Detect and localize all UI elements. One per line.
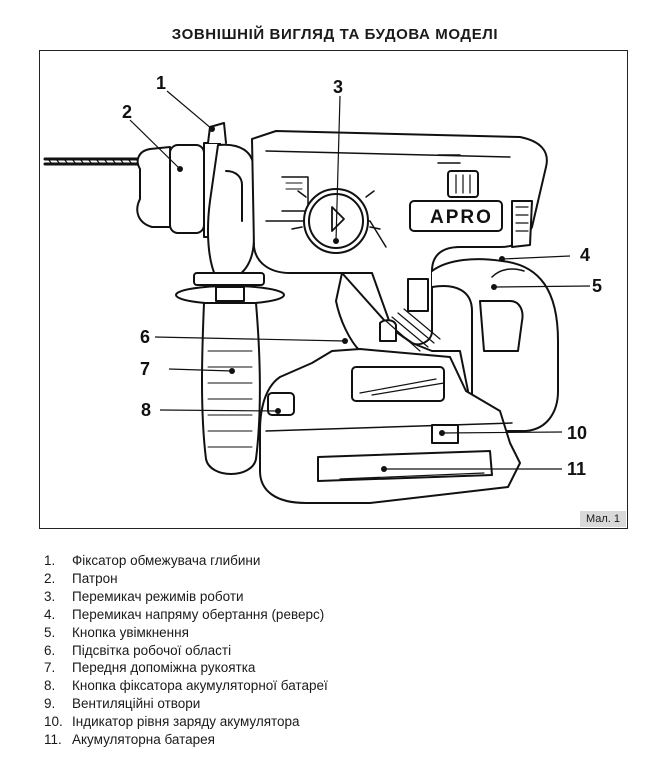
leader-dots <box>177 126 505 472</box>
legend-item: 6.Підсвітка робочої області <box>44 642 232 658</box>
trigger-button <box>479 300 524 352</box>
legend-item: 10.Індикатор рівня заряду акумулятора <box>44 714 300 730</box>
callout-4: 4 <box>580 245 590 265</box>
figure-frame: APRO 1 2 3 4 5 6 7 8 10 11 <box>39 50 628 529</box>
vent-holes <box>385 308 441 352</box>
reverse-switch <box>491 268 525 278</box>
legend-item: 1.Фіксатор обмежувача глибини <box>44 553 261 568</box>
callout-2: 2 <box>122 102 132 122</box>
legend-item: 5.Кнопка увімкнення <box>44 624 189 640</box>
callout-10: 10 <box>567 423 587 443</box>
legend-item: 8.Кнопка фіксатора акумуляторної батареї <box>44 678 328 694</box>
callout-8: 8 <box>141 400 151 420</box>
callout-7: 7 <box>140 359 150 379</box>
depth-stop-lock <box>207 122 227 144</box>
callout-6: 6 <box>140 327 150 347</box>
battery-pack <box>259 348 521 504</box>
side-handle <box>175 272 285 475</box>
legend-item: 7.Передня допоміжна рукоятка <box>44 660 256 676</box>
battery-release-button <box>267 392 295 416</box>
legend-item: 2.Патрон <box>44 570 118 586</box>
legend-item: 9.Вентиляційні отвори <box>44 696 201 712</box>
legend-item: 3.Перемикач режимів роботи <box>44 588 244 604</box>
figure-caption: Мал. 1 <box>579 511 626 527</box>
rear-handle <box>431 258 559 432</box>
charge-indicator <box>431 424 459 444</box>
rotary-hammer-drawing: APRO 1 2 3 4 5 6 7 8 10 11 <box>43 73 602 504</box>
work-light <box>379 319 397 342</box>
callout-1: 1 <box>156 73 166 93</box>
callout-11: 11 <box>567 459 586 479</box>
parts-legend: 1.Фіксатор обмежувача глибини 2.Патрон 3… <box>44 552 328 749</box>
callout-3: 3 <box>333 77 343 97</box>
legend-item: 4.Перемикач напряму обертання (реверс) <box>44 606 325 622</box>
tool-body <box>251 130 548 346</box>
callout-5: 5 <box>592 276 602 296</box>
page-title: ЗОВНІШНІЙ ВИГЛЯД ТА БУДОВА МОДЕЛІ <box>171 26 499 43</box>
brand-logo: APRO <box>430 207 493 228</box>
legend-item: 11.Акумуляторна батарея <box>44 732 215 748</box>
leader-lines <box>129 90 591 470</box>
